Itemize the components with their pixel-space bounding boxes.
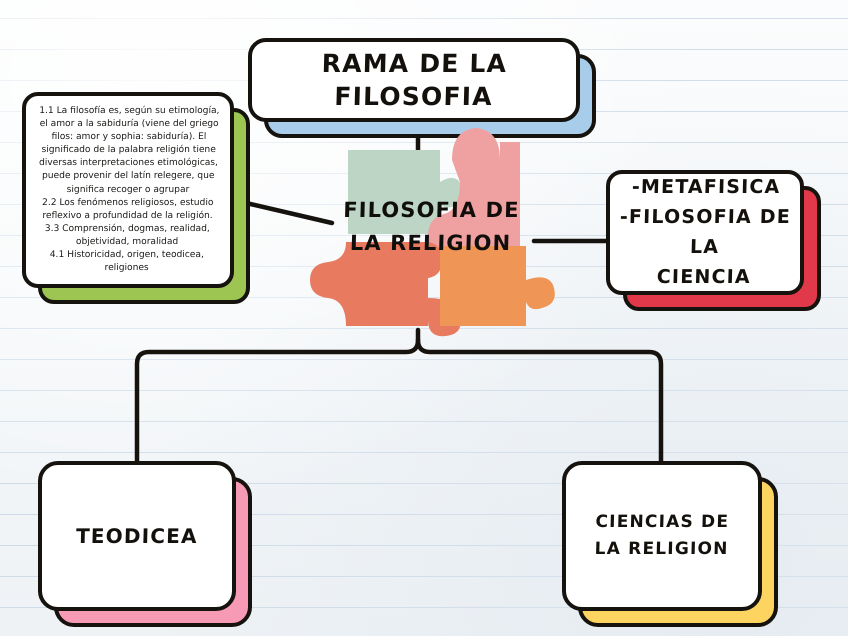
connector-center-to-teodicea	[134, 327, 421, 464]
notes-body-text: 1.1 La filosofía es, según su etimología…	[38, 105, 220, 274]
node-teodicea[interactable]: TEODICEA	[38, 461, 236, 611]
title-label: RAMA DE LA FILOSOFIA	[321, 49, 508, 111]
ciencias-label: CIENCIAS DE LA RELIGION	[594, 511, 730, 559]
puzzle-piece-bottom-left	[310, 242, 461, 337]
node-notes[interactable]: 1.1 La filosofía es, según su etimología…	[22, 92, 234, 288]
puzzle-graphic	[310, 128, 555, 337]
node-ciencias-de-la-religion[interactable]: CIENCIAS DE LA RELIGION	[562, 461, 762, 611]
node-rama-de-la-filosofia[interactable]: RAMA DE LA FILOSOFIA	[248, 38, 580, 122]
teodicea-label: TEODICEA	[75, 523, 199, 548]
connector-center-to-ciencias	[415, 337, 664, 464]
puzzle-piece-bottom-right	[440, 246, 555, 326]
node-filosofia-de-la-religion[interactable]	[300, 120, 562, 346]
node-metafisica[interactable]: -METAFISICA -FILOSOFIA DE LA CIENCIA	[606, 170, 804, 295]
metafisica-label: -METAFISICA -FILOSOFIA DE LA CIENCIA	[619, 176, 792, 289]
